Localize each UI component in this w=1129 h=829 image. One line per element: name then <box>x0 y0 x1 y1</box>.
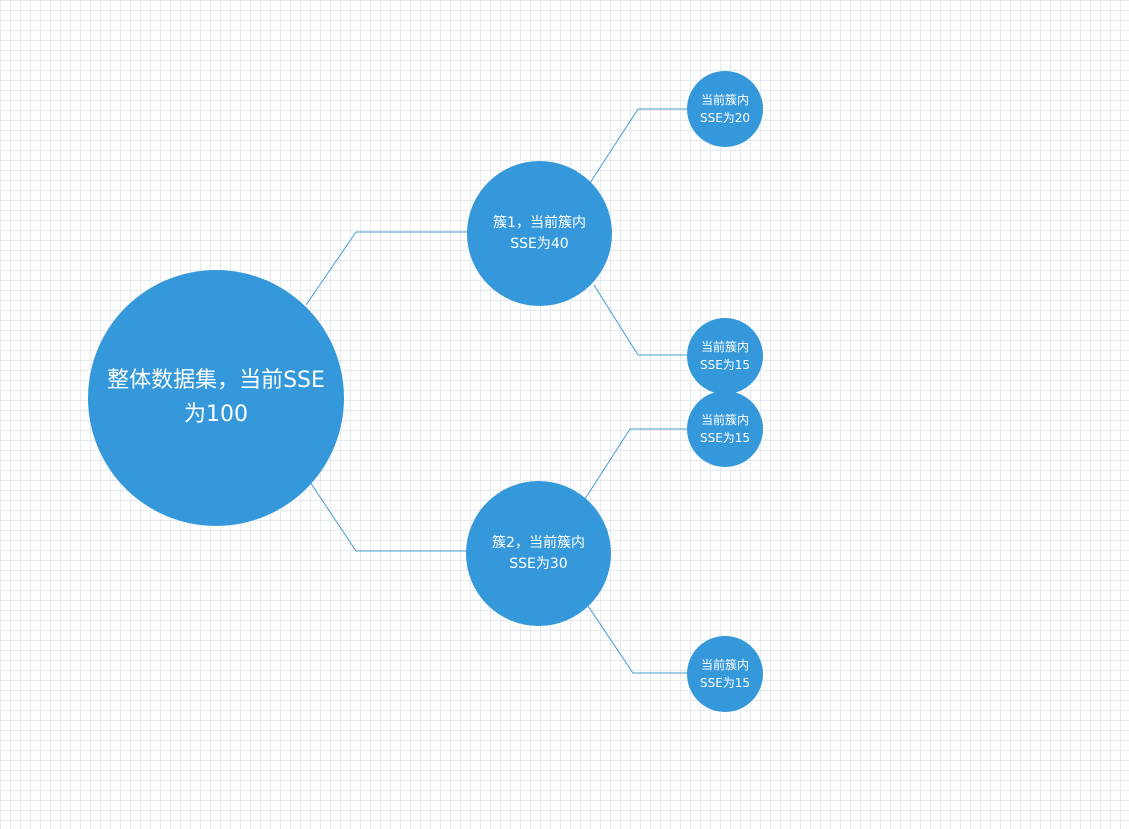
connector-cluster2-leaf2 <box>585 602 687 674</box>
leaf-node-1-1[interactable]: 当前簇内 SSE为20 <box>687 71 763 147</box>
leaf-node-label-line2: SSE为20 <box>699 111 751 125</box>
leaf-node-label-line1: 当前簇内 <box>700 413 749 427</box>
cluster-node-label-line2: SSE为40 <box>510 235 569 252</box>
leaf-node-label-line1: 当前簇内 <box>700 340 749 354</box>
leaf-node-2-1[interactable]: 当前簇内 SSE为15 <box>687 391 763 467</box>
cluster-node-label-line1: 簇1，当前簇内 <box>493 214 586 231</box>
leaf-node-label-line2: SSE为15 <box>699 676 751 690</box>
connector-root-cluster1 <box>305 231 467 306</box>
leaf-node-label-line1: 当前簇内 <box>700 658 749 672</box>
cluster-node-2[interactable]: 簇2，当前簇内 SSE为30 <box>466 481 611 626</box>
leaf-node-label-line2: SSE为15 <box>699 358 751 372</box>
root-node-label-line2: 为100 <box>184 402 248 427</box>
leaf-node-2-2[interactable]: 当前簇内 SSE为15 <box>687 636 763 712</box>
connector-cluster1-leaf1 <box>589 108 687 184</box>
cluster-node-label-line1: 簇2，当前簇内 <box>492 534 585 551</box>
cluster-node-label-line2: SSE为30 <box>509 555 568 572</box>
root-node-label-line1: 整体数据集，当前SSE <box>107 368 325 393</box>
connector-cluster2-leaf1 <box>582 428 687 503</box>
connector-root-cluster2 <box>309 481 466 552</box>
root-node[interactable]: 整体数据集，当前SSE 为100 <box>88 270 344 526</box>
leaf-node-1-2[interactable]: 当前簇内 SSE为15 <box>687 318 763 394</box>
leaf-node-label-line2: SSE为15 <box>699 431 751 445</box>
connector-cluster1-leaf2 <box>593 284 687 356</box>
leaf-node-label-line1: 当前簇内 <box>700 93 749 107</box>
cluster-node-1[interactable]: 簇1，当前簇内 SSE为40 <box>467 161 612 306</box>
